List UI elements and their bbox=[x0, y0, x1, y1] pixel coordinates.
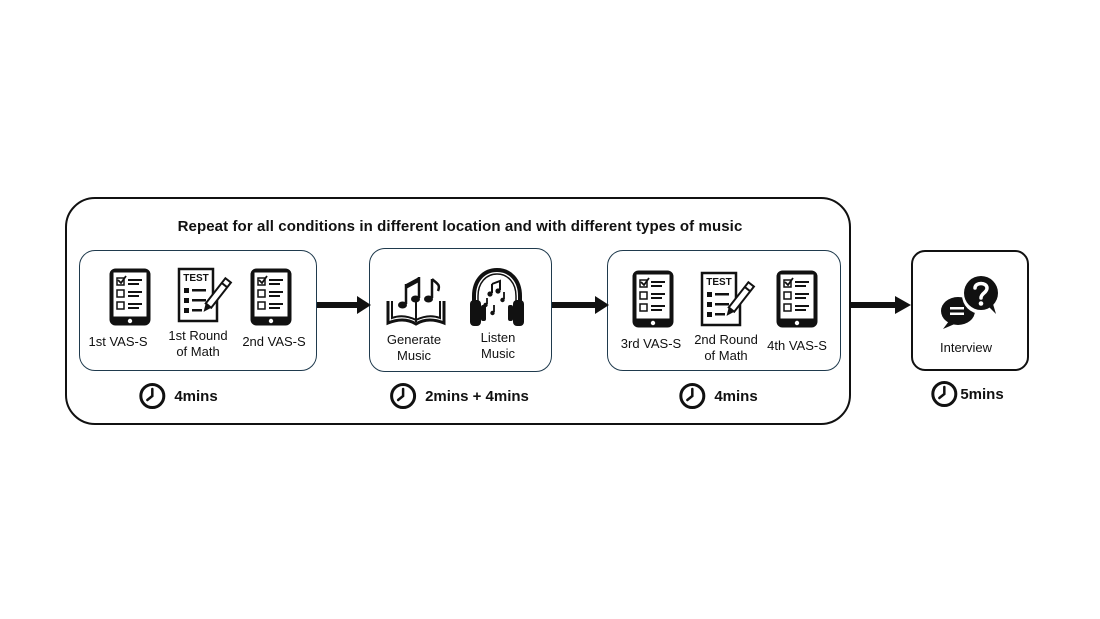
clock-icon bbox=[678, 382, 706, 410]
stage3-timer: 4mins bbox=[678, 382, 758, 410]
stage1-item3-label: 2nd VAS-S bbox=[242, 334, 306, 349]
chat-question-icon bbox=[941, 276, 1000, 329]
arrow-1 bbox=[317, 296, 371, 314]
stage1-timer: 4mins bbox=[138, 382, 218, 410]
tablet-checklist-icon bbox=[776, 270, 818, 328]
tablet-checklist-icon bbox=[632, 270, 674, 328]
tablet-checklist-icon bbox=[250, 268, 292, 326]
music-book-icon bbox=[386, 277, 446, 326]
math-test-icon: TEST bbox=[177, 267, 233, 323]
stage2-duration: 2mins + 4mins bbox=[425, 387, 529, 405]
arrow-2 bbox=[552, 296, 609, 314]
diagram-title: Repeat for all conditions in different l… bbox=[177, 218, 743, 235]
interview-box bbox=[911, 250, 1029, 371]
stage3-item2-label: 2nd Round of Math bbox=[694, 332, 758, 363]
stage2-timer: 2mins + 4mins bbox=[389, 382, 529, 410]
stage1-item2-label: 1st Round of Math bbox=[168, 328, 228, 359]
stage2-item1-label: Generate Music bbox=[386, 332, 442, 363]
stage3-item3-label: 4th VAS-S bbox=[767, 338, 827, 353]
interview-timer: 5mins bbox=[930, 380, 1004, 408]
stage3-item1-label: 3rd VAS-S bbox=[620, 336, 682, 351]
interview-label: Interview bbox=[939, 340, 993, 355]
test-text: TEST bbox=[706, 277, 732, 288]
clock-icon bbox=[389, 382, 417, 410]
tablet-checklist-icon bbox=[109, 268, 151, 326]
stage3-duration: 4mins bbox=[714, 387, 758, 405]
arrow-3 bbox=[851, 296, 911, 314]
clock-icon bbox=[138, 382, 166, 410]
stage1-item1-label: 1st VAS-S bbox=[88, 334, 148, 349]
test-text: TEST bbox=[183, 273, 209, 284]
stage2-item2-label: Listen Music bbox=[480, 330, 516, 361]
headphones-music-icon bbox=[470, 267, 524, 326]
math-test-icon: TEST bbox=[700, 271, 756, 327]
interview-duration: 5mins bbox=[960, 385, 1004, 403]
repeat-container bbox=[65, 197, 851, 425]
stage1-duration: 4mins bbox=[174, 387, 218, 405]
clock-icon bbox=[930, 380, 958, 408]
